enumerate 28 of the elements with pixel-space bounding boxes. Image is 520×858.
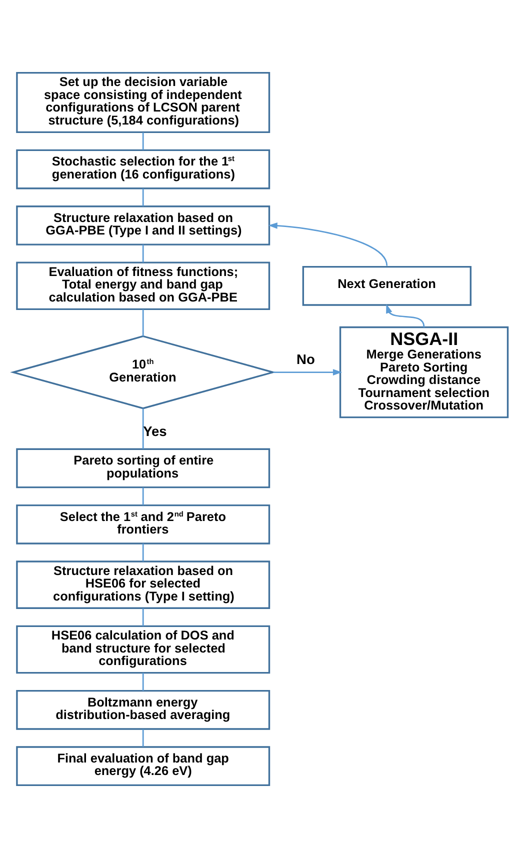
node-box: Set up the decision variable space consisting of independent configurations of LCSON parent structure (5,184 configurations): [16, 72, 270, 134]
arrow: [272, 369, 342, 376]
connector: [142, 188, 144, 206]
connector: [142, 310, 144, 336]
arrow: [386, 304, 424, 328]
node-box: HSE06 calculation of DOS and band structure for selected configurations: [16, 625, 270, 674]
connector: [142, 132, 144, 150]
connector: [142, 672, 144, 691]
node-box: Evaluation of fitness functions; Total energy and band gap calculation based on GGA-PBE: [16, 262, 270, 310]
node-box: Pareto sorting of entire populations: [16, 448, 270, 488]
edge-label: No: [296, 352, 314, 368]
node-box: Select the 1$^{st}$ and 2$^{nd}$ Pareto frontiers: [16, 504, 270, 544]
node-box: Structure relaxation based on HSE06 for selected configurations (Type I setting): [16, 560, 270, 609]
node-box: Final evaluation of band gap energy (4.26 eV): [16, 746, 270, 786]
node-box: NSGA-II Merge Generations Pareto Sorting Crowding distance Tournament selection Crossover/Mutation: [338, 326, 508, 418]
connector: [142, 608, 144, 626]
node-diamond: 10$^{th}$ Generation: [10, 335, 276, 410]
connector: [142, 729, 144, 747]
edge-label: Yes: [142, 424, 166, 439]
node-box: Next Generation: [302, 266, 471, 306]
connector: [142, 488, 144, 506]
connector: [142, 244, 144, 262]
node-box: Structure relaxation based on GGA-PBE (Type I and II settings): [16, 206, 270, 246]
arrow: [268, 222, 388, 266]
connector: [142, 408, 144, 449]
node-box: Stochastic selection for the 1$^{st}$ generation (16 configurations): [16, 149, 270, 190]
node-box: Boltzmann energy distribution-based averaging: [16, 690, 270, 730]
connector: [142, 544, 144, 562]
